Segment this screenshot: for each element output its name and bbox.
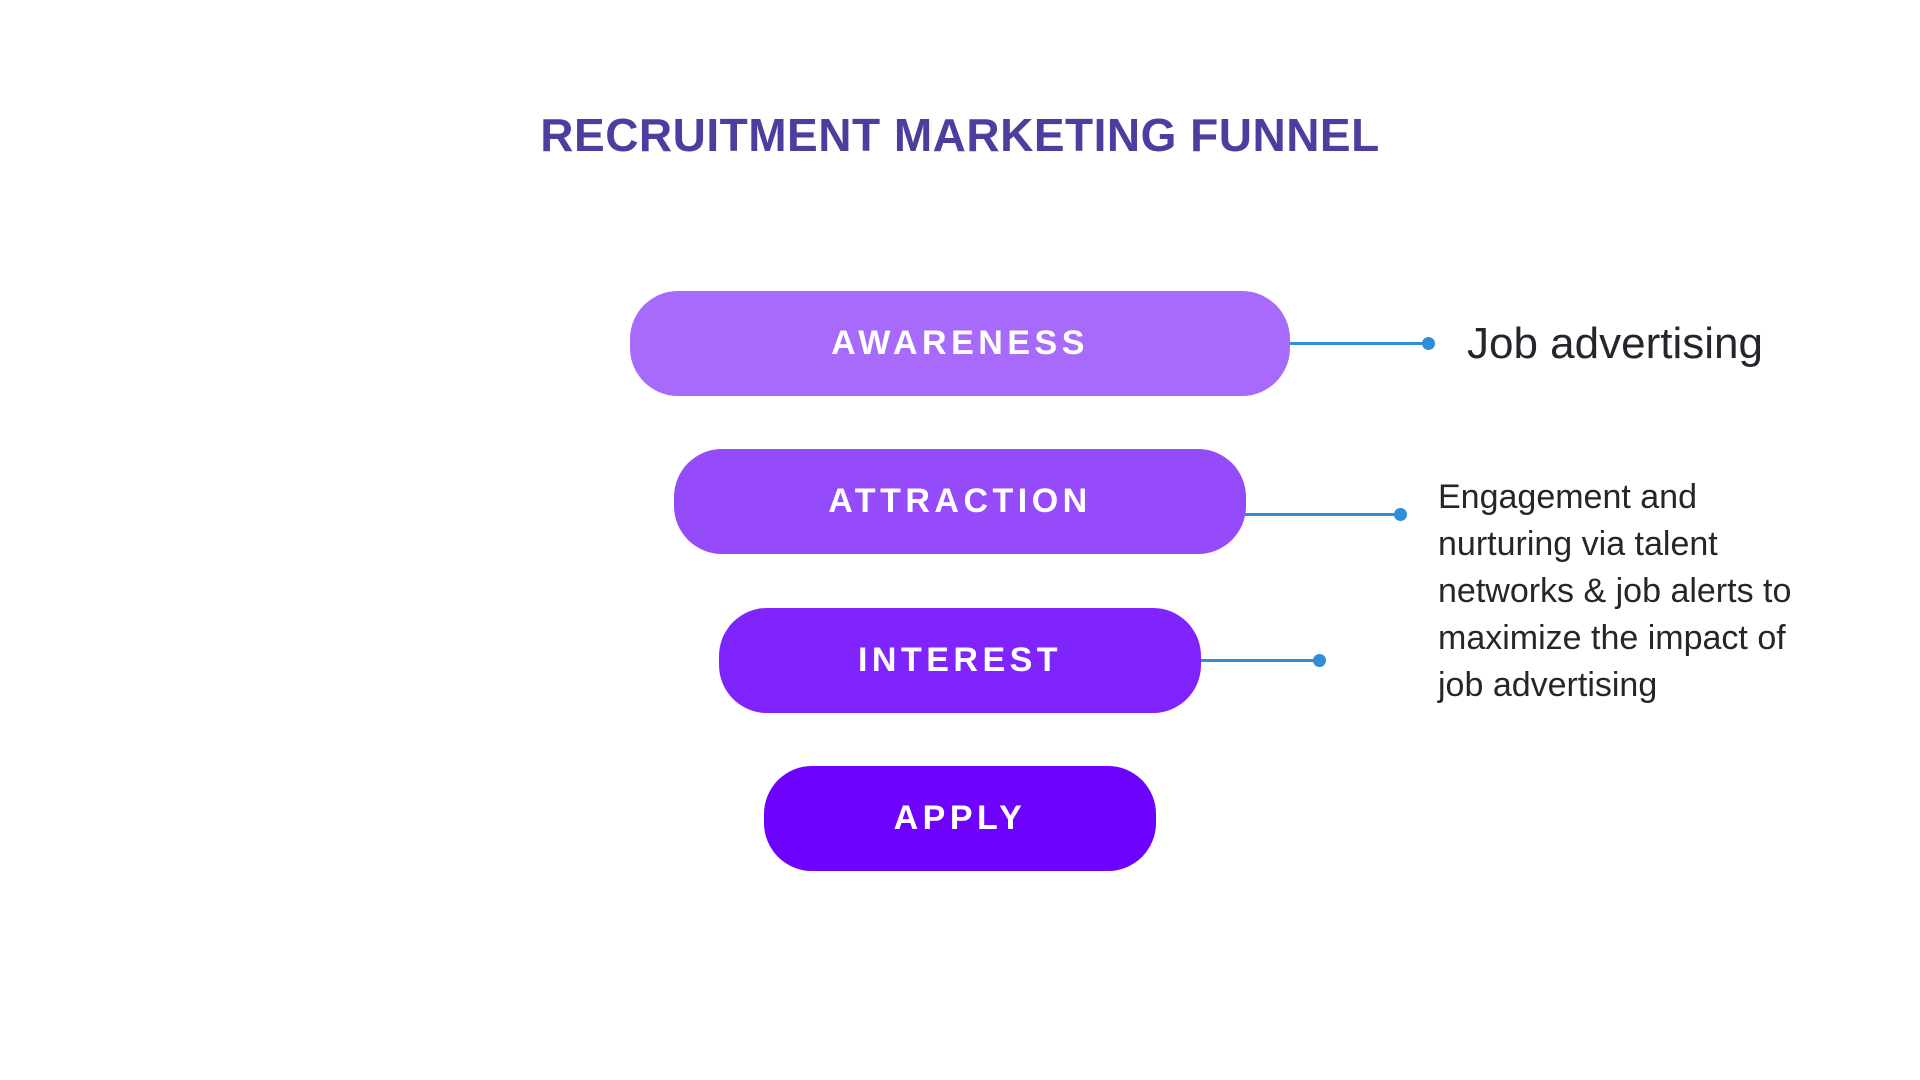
funnel-stage-interest: INTEREST bbox=[719, 608, 1201, 713]
connector-dot-icon bbox=[1422, 337, 1435, 350]
funnel-stage-apply: APPLY bbox=[764, 766, 1156, 871]
connector-line-attraction bbox=[1210, 513, 1400, 516]
connector-line-interest bbox=[1165, 659, 1319, 662]
funnel-stage-awareness: AWARENESS bbox=[630, 291, 1290, 396]
connector-dot-icon bbox=[1394, 508, 1407, 521]
annotation-line: nurturing via talent bbox=[1438, 525, 1718, 563]
annotation-line: networks & job alerts to bbox=[1438, 572, 1792, 610]
page-title: RECRUITMENT MARKETING FUNNEL bbox=[540, 109, 1380, 161]
funnel-stage-attraction: ATTRACTION bbox=[674, 449, 1246, 554]
annotation-line: Engagement and bbox=[1438, 478, 1697, 516]
funnel-stage-attraction-label: ATTRACTION bbox=[828, 482, 1092, 520]
annotation-engagement-paragraph: Engagement and nurturing via talent netw… bbox=[1438, 474, 1898, 709]
connector-dot-icon bbox=[1313, 654, 1326, 667]
connector-line-awareness bbox=[1255, 342, 1428, 345]
funnel-stage-interest-label: INTEREST bbox=[857, 641, 1063, 679]
funnel-stage-apply-label: APPLY bbox=[893, 799, 1027, 837]
funnel-stage-awareness-label: AWARENESS bbox=[831, 324, 1089, 362]
annotation-line: job advertising bbox=[1438, 666, 1658, 704]
annotation-job-advertising: Job advertising bbox=[1467, 319, 1763, 368]
annotation-line: maximize the impact of bbox=[1438, 619, 1786, 657]
